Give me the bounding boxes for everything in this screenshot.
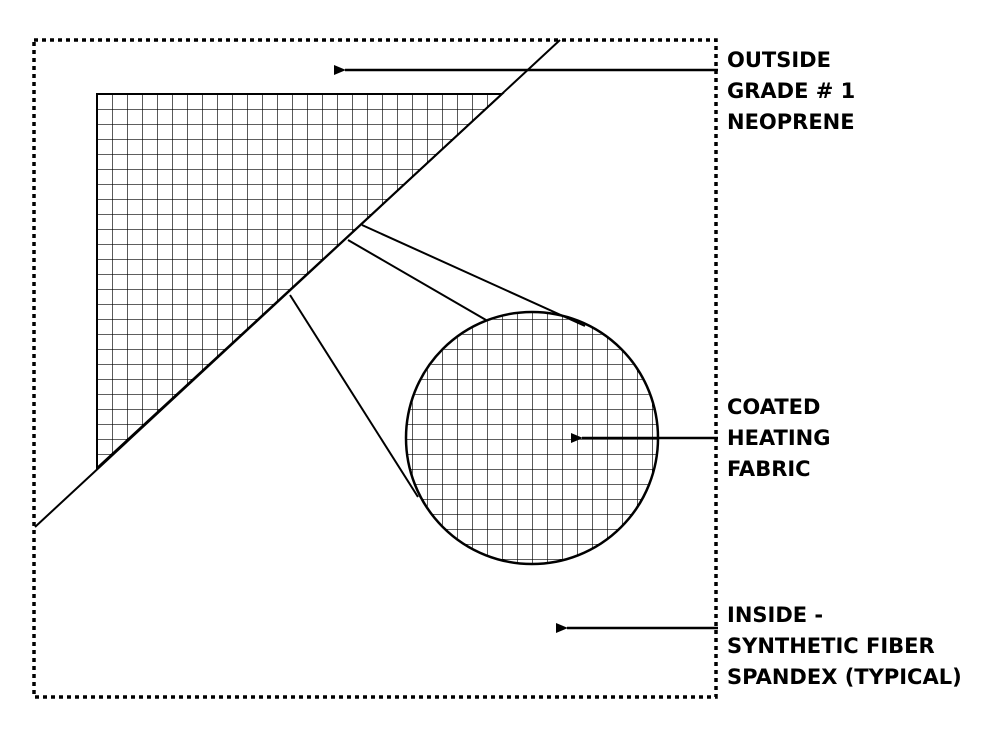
magnifier-line-3 [289,294,419,498]
outside-label-line-1: OUTSIDE [727,48,831,72]
inside-layer-label: INSIDE - SYNTHETIC FIBER SPANDEX (TYPICA… [727,600,962,693]
magnifier-line-2 [347,239,487,321]
inside-label-line-3: SPANDEX (TYPICAL) [727,665,962,689]
outside-label-line-2: GRADE # 1 [727,79,856,103]
coated-label-line-3: FABRIC [727,457,811,481]
coated-label-line-2: HEATING [727,426,831,450]
outside-layer-label: OUTSIDE GRADE # 1 NEOPRENE [727,45,855,138]
inside-label-line-2: SYNTHETIC FIBER [727,634,935,658]
magnifier-line-1 [361,224,586,327]
layer-boundary-line [34,39,561,528]
coated-label-line-1: COATED [727,395,821,419]
inside-label-line-1: INSIDE - [727,603,824,627]
dotted-boundary [32,38,718,699]
outside-label-line-3: NEOPRENE [727,110,855,134]
coated-fabric-label: COATED HEATING FABRIC [727,392,831,485]
